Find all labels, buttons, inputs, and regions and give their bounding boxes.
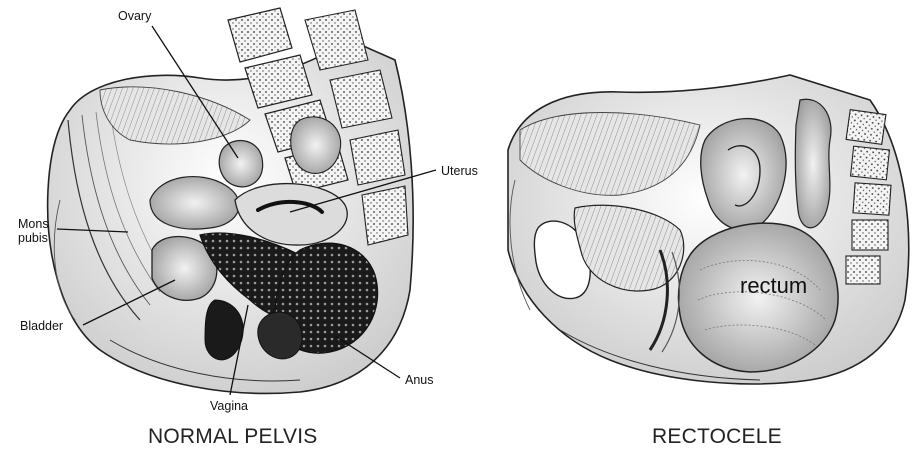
label-bladder: Bladder [20,319,63,333]
caption-rectocele: RECTOCELE [652,425,782,448]
label-anus: Anus [405,373,434,387]
label-uterus: Uterus [441,164,478,178]
rectocele-illustration [508,75,909,384]
caption-normal-pelvis: NORMAL PELVIS [148,425,317,448]
label-ovary: Ovary [118,9,152,23]
label-rectum: rectum [740,273,807,298]
ovary-shape [219,141,262,187]
label-vagina: Vagina [210,399,248,413]
label-mons-line1: Mons [18,217,49,231]
normal-pelvis-illustration [48,8,414,393]
label-mons-line2: pubis [18,231,48,245]
